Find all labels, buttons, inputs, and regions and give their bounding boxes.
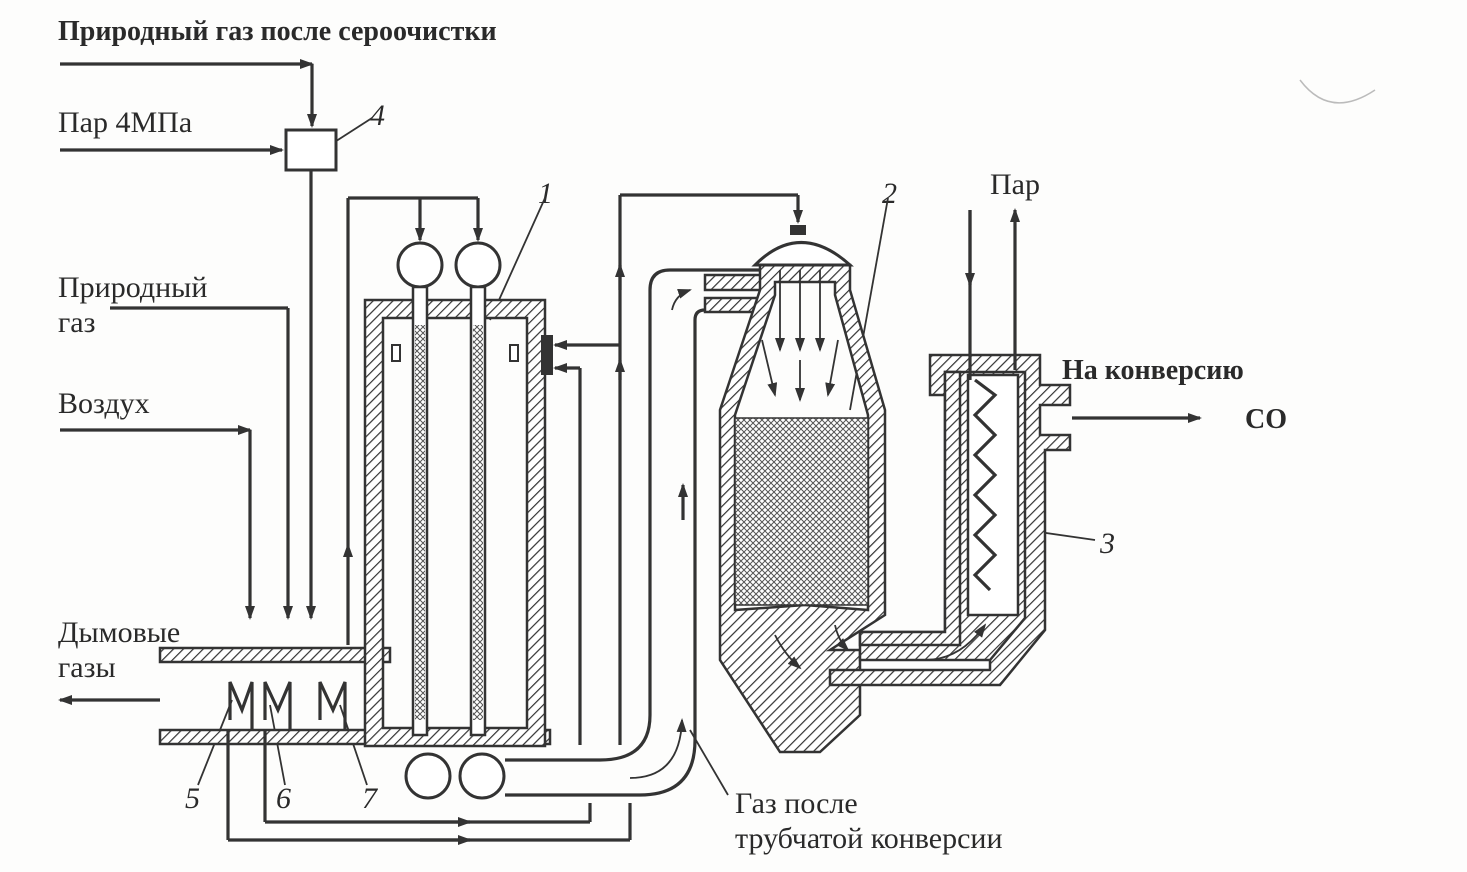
heat-exchanger-coils [228,681,347,730]
steam-4mpa-label: Пар 4МПа [58,106,192,139]
natural-gas-label-line2: газ [58,306,95,339]
scan-mark [1299,79,1376,104]
waste-heat-boiler [828,208,1202,687]
gas-after-conversion-label-line1: Газ после [735,787,858,820]
callout-6: 6 [276,782,291,815]
steam-label: Пар [990,168,1040,201]
mixer-box [284,128,338,172]
callout-1: 1 [538,177,553,210]
tube-header-top-1 [396,241,444,289]
tubular-reformer [363,241,553,800]
gas-after-conversion-label-line2: трубчатой конверсии [735,822,1003,855]
air-line [60,425,255,620]
air-label: Воздух [58,387,150,420]
callout-7: 7 [362,782,379,815]
callout-3: 3 [1099,527,1115,560]
shaft-converter [703,225,887,754]
tube-header-bottom-2 [458,752,506,800]
bottom-return-lines [226,730,632,845]
callout-2: 2 [882,177,897,210]
natural-gas-fuel-line [110,306,293,620]
callout-5: 5 [185,782,200,815]
callout-4: 4 [370,99,385,132]
tube-header-top-2 [454,241,502,289]
natural-gas-label-line1: Природный [58,271,207,304]
flue-gases-label-line1: Дымовые [58,616,180,649]
tube-header-bottom-1 [404,752,452,800]
flue-gases-label-line2: газы [58,651,116,684]
burner-feed-lines [553,193,803,745]
natural-gas-after-desulfurization-label: Природный газ после сероочистки [58,16,497,47]
natural-gas-desulfurized-line [60,59,317,128]
converter-internal-flow-arrows [761,270,850,670]
to-conversion-label-line1: На конверсию [1062,355,1244,386]
heated-feed-riser-line [343,196,483,645]
converted-gas-transfer-pipe [505,268,760,797]
to-conversion-label-line2: CO [1245,404,1287,435]
